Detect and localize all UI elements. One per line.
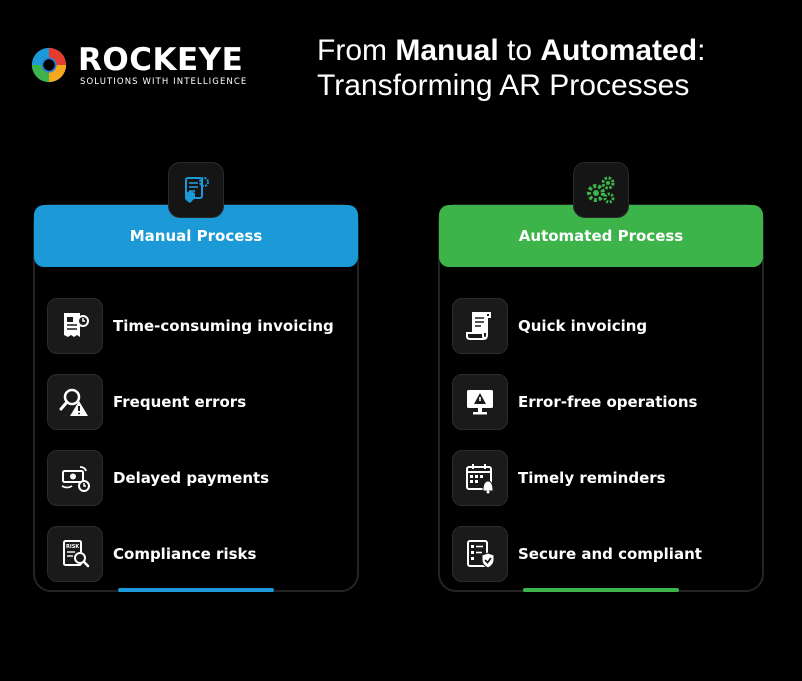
- svg-text:RISK: RISK: [66, 544, 80, 550]
- list-item: Secure and compliant: [452, 516, 752, 592]
- item-label: Frequent errors: [113, 393, 247, 411]
- list-item: Timely reminders: [452, 440, 752, 516]
- cash-clock-icon: [47, 450, 103, 506]
- magnifier-warning-icon: [47, 374, 103, 430]
- manual-process-card: Manual Process Time-consumi: [33, 162, 359, 592]
- manual-process-title: Manual Process: [129, 227, 263, 245]
- item-label: Quick invoicing: [518, 317, 648, 335]
- invoice-clock-icon: [47, 298, 103, 354]
- title-text: From: [317, 34, 396, 67]
- page-title-line2: Transforming AR Processes: [317, 69, 690, 102]
- list-item: Delayed payments: [47, 440, 347, 516]
- automated-accent-bar: [523, 588, 679, 592]
- item-label: Delayed payments: [113, 469, 270, 487]
- manual-accent-bar: [118, 588, 274, 592]
- automated-items-list: Quick invoicing Error-free operations: [452, 288, 752, 592]
- page-title-line1: From Manual to Automated:: [317, 33, 787, 68]
- list-item: Quick invoicing: [452, 288, 752, 364]
- list-item: Error-free operations: [452, 364, 752, 440]
- rockeye-swirl-icon: [31, 47, 67, 83]
- document-gear-shield-icon: [185, 177, 209, 203]
- title-bold-automated: Automated: [540, 34, 698, 67]
- brand-logo: ROCKEYE SOLUTIONS WITH INTELLIGENCE: [30, 42, 260, 88]
- risk-document-search-icon: RISK: [47, 526, 103, 582]
- title-bold-manual: Manual: [395, 34, 499, 67]
- scroll-invoice-icon: [452, 298, 508, 354]
- item-label: Secure and compliant: [518, 545, 702, 563]
- item-label: Compliance risks: [113, 545, 257, 563]
- manual-badge: [168, 162, 224, 218]
- title-text: to: [498, 34, 541, 67]
- page-title: From Manual to Automated: Transforming A…: [317, 33, 787, 103]
- automated-badge: [573, 162, 629, 218]
- item-label: Error-free operations: [518, 393, 698, 411]
- brand-name: ROCKEYE: [78, 42, 244, 78]
- automated-process-card: Automated Process Quick invoicing: [438, 162, 764, 592]
- item-label: Time-consuming invoicing: [113, 317, 334, 335]
- item-label: Timely reminders: [518, 469, 666, 487]
- list-item: Frequent errors: [47, 364, 347, 440]
- list-item: RISK Compliance risks: [47, 516, 347, 592]
- gears-icon: [587, 176, 615, 204]
- calendar-bell-icon: [452, 450, 508, 506]
- automated-process-title: Automated Process: [518, 227, 684, 245]
- list-item: Time-consuming invoicing: [47, 288, 347, 364]
- monitor-warning-icon: [452, 374, 508, 430]
- manual-items-list: Time-consuming invoicing Frequent errors: [47, 288, 347, 592]
- brand-tagline: SOLUTIONS WITH INTELLIGENCE: [80, 77, 248, 87]
- manual-process-header: Manual Process: [34, 205, 358, 267]
- title-text: :: [697, 34, 706, 67]
- checklist-shield-icon: [452, 526, 508, 582]
